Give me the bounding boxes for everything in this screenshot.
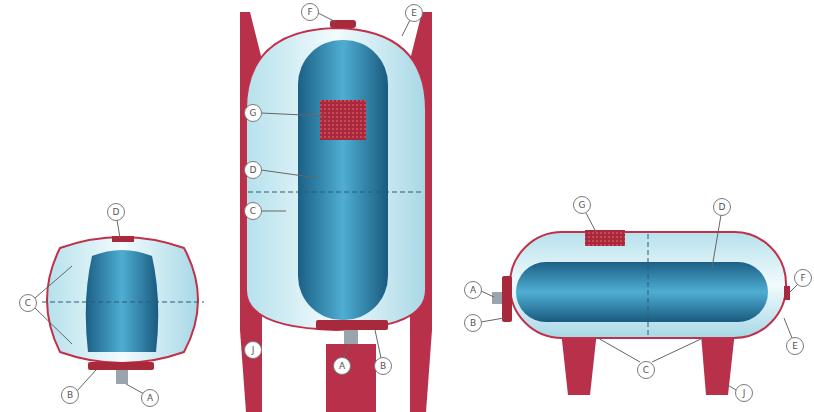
callout-letter: J — [735, 384, 753, 402]
vertical-vessel — [240, 12, 432, 412]
horizontal-vessel — [492, 230, 790, 395]
callout-letter: C — [19, 294, 37, 312]
callout-letter: A — [333, 357, 351, 375]
callout-letter: F — [794, 269, 812, 287]
callout-letter: A — [141, 389, 159, 407]
callout-letter: B — [61, 386, 79, 404]
callout-letter: D — [107, 203, 125, 221]
callout-letter: G — [573, 196, 591, 214]
callout-letter: B — [374, 357, 392, 375]
callout-letter: C — [244, 202, 262, 220]
callout-letter: C — [637, 361, 655, 379]
callout-letter: E — [405, 4, 423, 22]
leader-lines — [35, 13, 798, 394]
callout-letter: F — [301, 3, 319, 21]
small-vessel — [42, 236, 204, 384]
callout-letter: D — [244, 161, 262, 179]
callout-letter: G — [244, 104, 262, 122]
callout-letter: A — [464, 281, 482, 299]
callout-letter: B — [464, 314, 482, 332]
callout-letter: J — [244, 341, 262, 359]
callout-letter: D — [713, 198, 731, 216]
callout-letter: E — [786, 337, 804, 355]
